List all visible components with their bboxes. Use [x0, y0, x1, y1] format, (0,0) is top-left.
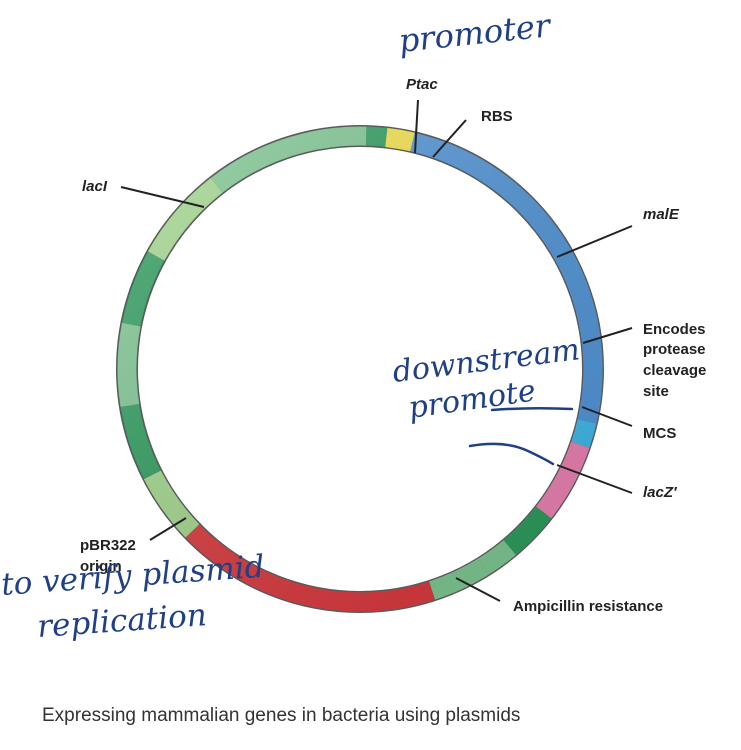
figure-caption: Expressing mammalian genes in bacteria u…: [42, 705, 521, 726]
handwritten-verify-2: replication: [36, 597, 208, 645]
label-mcs: MCS: [643, 425, 676, 442]
lacz-leader: [556, 464, 633, 494]
label-protease-2: protease: [643, 341, 706, 358]
ampicillin-leader: [455, 577, 501, 602]
label-protease-4: site: [643, 383, 669, 400]
protease-leader: [582, 327, 633, 344]
handwritten-arrows: [468, 406, 574, 466]
plasmid-ring-sheen: [118, 127, 602, 611]
label-ampicillin: Ampicillin resistance: [513, 598, 663, 615]
label-lacz: lacZ′: [643, 484, 678, 501]
laci-leader: [120, 186, 205, 208]
leader-lines: [120, 99, 633, 602]
label-pbr-2: origin: [80, 558, 122, 575]
label-ptac: Ptac: [406, 76, 438, 93]
rbs-leader: [432, 119, 467, 158]
male-leader: [556, 225, 633, 258]
label-protease-3: cleavage: [643, 362, 706, 379]
handwritten-verify-1: to verify plasmid: [0, 549, 266, 603]
label-pbr-1: pBR322: [80, 537, 136, 554]
pbr-leader: [149, 517, 187, 541]
label-laci: lacI: [82, 178, 108, 195]
handwritten-promoter: promoter: [397, 6, 554, 60]
label-male: malE: [643, 206, 680, 223]
handwritten-stroke-lacz: [468, 442, 555, 466]
handwritten-stroke-mcs: [490, 406, 574, 412]
label-rbs: RBS: [481, 108, 513, 125]
label-protease-1: Encodes: [643, 321, 706, 338]
ptac-leader: [414, 99, 419, 154]
mcs-leader: [581, 406, 633, 427]
